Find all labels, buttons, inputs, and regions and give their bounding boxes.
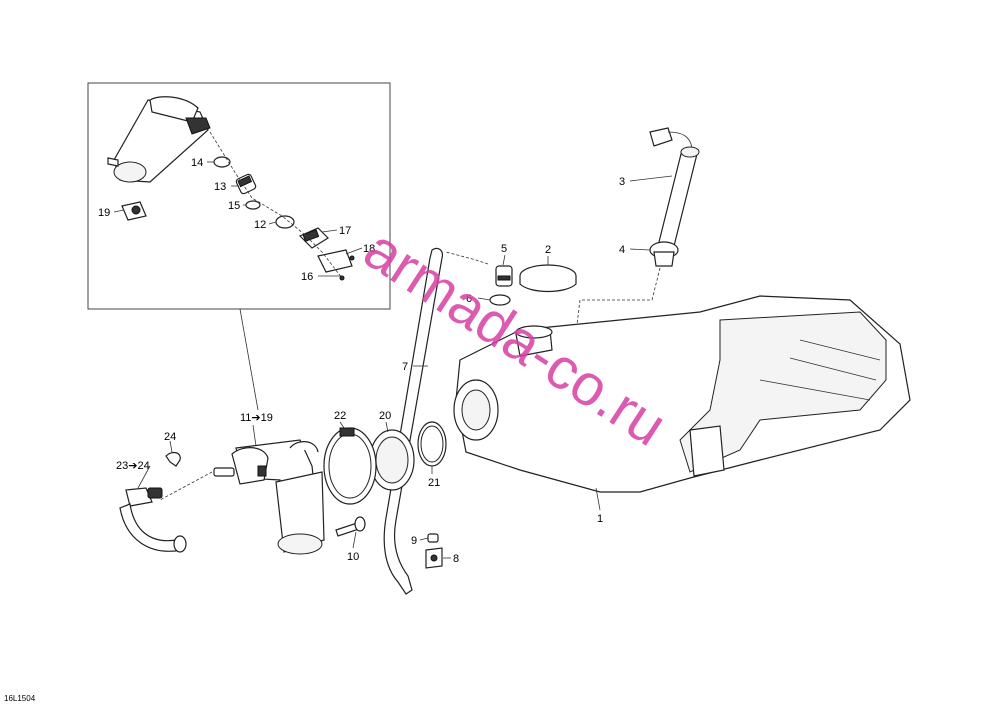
lock-ring-20 <box>369 429 415 491</box>
callout-19: 19 <box>98 207 110 219</box>
callout-21: 21 <box>428 477 440 489</box>
gasket-21 <box>417 421 447 467</box>
callout-2: 2 <box>545 244 551 256</box>
callout-labels: 1 2 3 4 5 6 7 8 9 10 11➔19 12 13 14 15 1… <box>98 157 625 565</box>
callout-6: 6 <box>466 293 472 305</box>
bracket-16 <box>317 249 353 273</box>
figure-code: 16L1504 <box>4 694 36 703</box>
fuel-level-sender <box>649 127 700 247</box>
callout-11-19: 11➔19 <box>240 412 273 424</box>
callout-17: 17 <box>339 225 351 237</box>
clamp-22 <box>323 427 377 505</box>
regulator-17 <box>298 227 329 249</box>
fuel-pump-module <box>213 439 325 555</box>
inset-leader-line <box>239 308 259 411</box>
vent-valve-5 <box>495 265 513 287</box>
filter-13 <box>235 173 257 195</box>
inset-pump-module <box>107 96 211 221</box>
callout-12: 12 <box>254 219 266 231</box>
callout-15: 15 <box>228 200 240 212</box>
o-ring-14 <box>213 156 231 168</box>
callout-24: 24 <box>164 431 176 443</box>
bracket-8 <box>425 547 443 569</box>
callout-1: 1 <box>597 513 603 525</box>
callout-20: 20 <box>379 410 391 422</box>
callout-3: 3 <box>619 176 625 188</box>
clip-24 <box>165 451 181 467</box>
screw-9 <box>427 533 439 543</box>
callout-10: 10 <box>347 551 359 563</box>
callout-23-24: 23➔24 <box>116 460 150 472</box>
detail-inset-frame <box>87 82 391 310</box>
vent-hose-7 <box>383 247 443 595</box>
callout-4: 4 <box>619 244 625 256</box>
fuel-tank <box>453 295 911 493</box>
callout-16: 16 <box>301 271 313 283</box>
bolt-10 <box>335 516 366 537</box>
callout-14: 14 <box>191 157 203 169</box>
callout-7: 7 <box>402 361 408 373</box>
callout-5: 5 <box>501 243 507 255</box>
fuel-cap <box>519 264 577 293</box>
callout-13: 13 <box>214 181 226 193</box>
callout-22: 22 <box>334 410 346 422</box>
callout-18: 18 <box>363 243 375 255</box>
fuel-hose-23 <box>119 487 187 553</box>
leader-lines <box>113 161 673 559</box>
callout-9: 9 <box>411 535 417 547</box>
seal-15 <box>245 200 261 210</box>
o-ring-12 <box>275 215 295 229</box>
inset-small-parts <box>209 131 355 281</box>
callout-8: 8 <box>453 553 459 565</box>
sender-seal-4 <box>649 241 679 267</box>
